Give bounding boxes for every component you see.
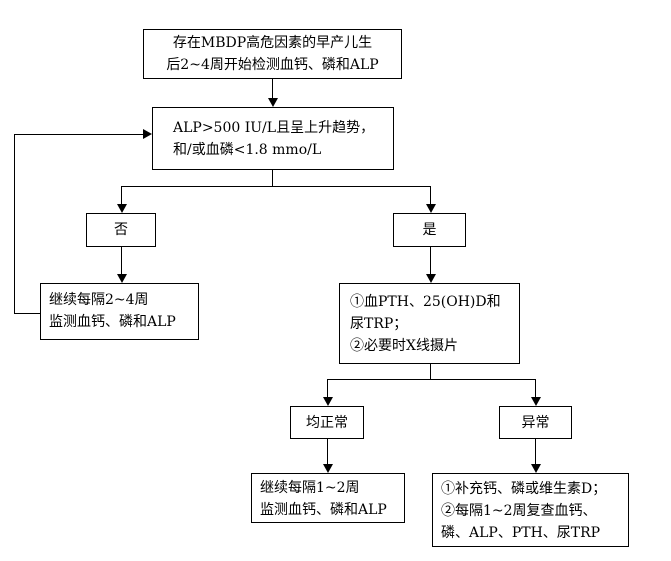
abnormal-box: 异常 xyxy=(499,406,572,439)
arrowhead-treat xyxy=(531,464,541,473)
tests-line1: ①血PTH、25(OH)D和 xyxy=(350,294,501,310)
criteria-line2: 和/或血磷<1.8 mmo/L xyxy=(173,142,322,158)
tests-line2: 尿TRP； xyxy=(350,316,408,332)
normal-label: 均正常 xyxy=(306,415,348,431)
connector-normal-monitor2 xyxy=(327,438,328,464)
connector-no-monitor xyxy=(121,246,122,274)
monitor2-line2: 监测血钙、磷和ALP xyxy=(260,502,387,518)
loop-back-top xyxy=(14,134,144,135)
yes-box: 是 xyxy=(393,213,466,247)
no-label: 否 xyxy=(114,222,128,238)
arrowhead-monitor2 xyxy=(323,464,333,473)
connector-start-criteria xyxy=(272,78,273,100)
monitor-box: 继续每隔2~4周 监测血钙、磷和ALP xyxy=(40,283,199,340)
arrowhead-loop xyxy=(143,129,152,139)
connector-to-yes xyxy=(430,186,431,204)
yes-label: 是 xyxy=(422,222,437,238)
treat-box: ①补充钙、磷或维生素D； ②每隔1~2周复查血钙、 磷、ALP、PTH、尿TRP xyxy=(432,473,629,547)
start-box: 存在MBDP高危因素的早产儿生 后2~4周开始检测血钙、磷和ALP xyxy=(143,29,402,79)
connector-to-abnormal xyxy=(535,379,536,397)
criteria-box: ALP>500 IU/L且呈上升趋势， 和/或血磷<1.8 mmo/L xyxy=(152,107,394,170)
tests-line3: ②必要时X线摄片 xyxy=(350,338,458,354)
arrowhead-normal xyxy=(323,397,333,406)
connector-yes-tests xyxy=(430,246,431,274)
abnormal-label: 异常 xyxy=(521,415,550,431)
arrowhead-no xyxy=(117,204,127,213)
treat-line2: ②每隔1~2周复查血钙、 xyxy=(441,503,597,519)
connector-abnormal-treat xyxy=(535,438,536,464)
arrowhead-yes xyxy=(426,204,436,213)
arrowhead-monitor xyxy=(117,274,127,283)
normal-box: 均正常 xyxy=(290,406,364,439)
criteria-line1: ALP>500 IU/L且呈上升趋势， xyxy=(173,120,375,136)
monitor2-line1: 继续每隔1~2周 xyxy=(260,480,360,496)
monitor-line1: 继续每隔2~4周 xyxy=(49,292,149,308)
connector-to-normal xyxy=(327,379,328,397)
treat-line1: ①补充钙、磷或维生素D； xyxy=(441,481,607,497)
monitor-line2: 监测血钙、磷和ALP xyxy=(49,314,176,330)
connector-branch-horizontal xyxy=(121,186,431,187)
no-box: 否 xyxy=(86,213,156,247)
loop-back-vertical xyxy=(14,134,15,314)
monitor2-box: 继续每隔1~2周 监测血钙、磷和ALP xyxy=(251,473,405,523)
connector-to-no xyxy=(121,186,122,204)
arrowhead-tests xyxy=(426,274,436,283)
arrowhead-abnormal xyxy=(531,397,541,406)
connector-branch2-horizontal xyxy=(327,379,536,380)
connector-tests-down xyxy=(430,363,431,379)
loop-back-bottom xyxy=(14,313,40,314)
start-line2: 后2~4周开始检测血钙、磷和ALP xyxy=(166,57,379,73)
arrowhead-criteria xyxy=(268,98,278,107)
tests-box: ①血PTH、25(OH)D和 尿TRP； ②必要时X线摄片 xyxy=(339,283,520,364)
treat-line3: 磷、ALP、PTH、尿TRP xyxy=(441,525,601,541)
start-line1: 存在MBDP高危因素的早产儿生 xyxy=(172,35,373,51)
connector-criteria-down xyxy=(272,169,273,186)
